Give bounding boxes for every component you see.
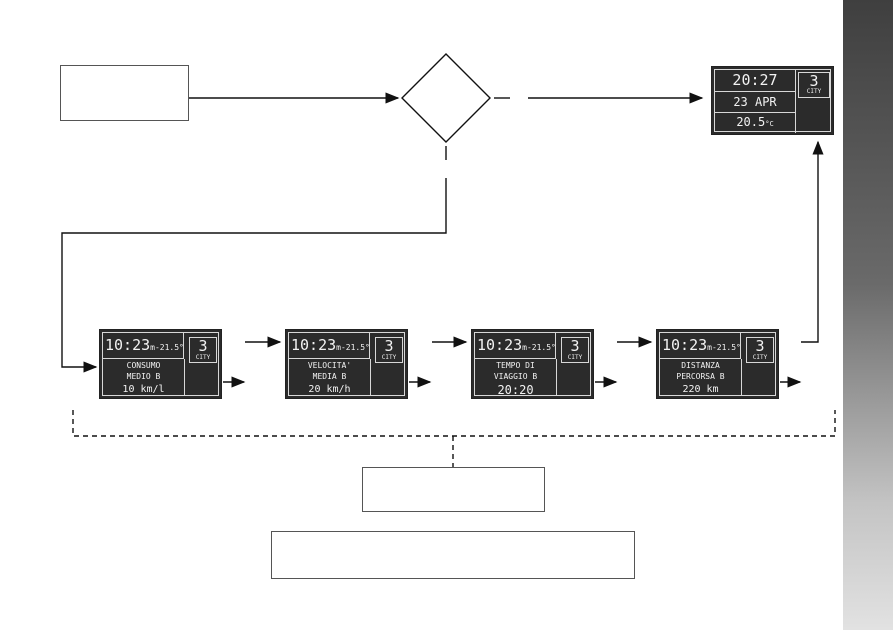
screen-time: 10:23m-21.5°C xyxy=(103,333,184,359)
display-time: 20:27 xyxy=(715,70,796,92)
display-standard: 20:27 23 APR 20.5°C 3 CITY xyxy=(711,66,834,135)
screen-time: 10:23m-21.5°C xyxy=(660,333,741,359)
screen-label: VELOCITA'MEDIA B xyxy=(307,361,352,381)
display-gear: 3 CITY xyxy=(798,72,830,98)
note-box xyxy=(362,467,545,512)
start-box xyxy=(60,65,189,121)
screen-time: 10:23m-21.5°C xyxy=(289,333,370,359)
section-tab xyxy=(843,0,893,630)
arrow-decision-to-screens xyxy=(61,178,447,373)
screen-value: 10 km/l xyxy=(122,384,165,395)
arrow-to-top-display xyxy=(801,140,824,343)
screen-value: 20:20 xyxy=(497,383,534,397)
caption-box xyxy=(271,531,635,579)
screen-value: 220 km xyxy=(682,384,719,395)
screen-value: 20 km/h xyxy=(308,384,351,395)
screen-time: 10:23m-21.5°C xyxy=(475,333,556,359)
decision-diamond xyxy=(401,53,491,143)
display-temperature: 20.5°C xyxy=(715,113,796,133)
group-bracket xyxy=(72,410,836,437)
display-date: 23 APR xyxy=(715,92,796,113)
